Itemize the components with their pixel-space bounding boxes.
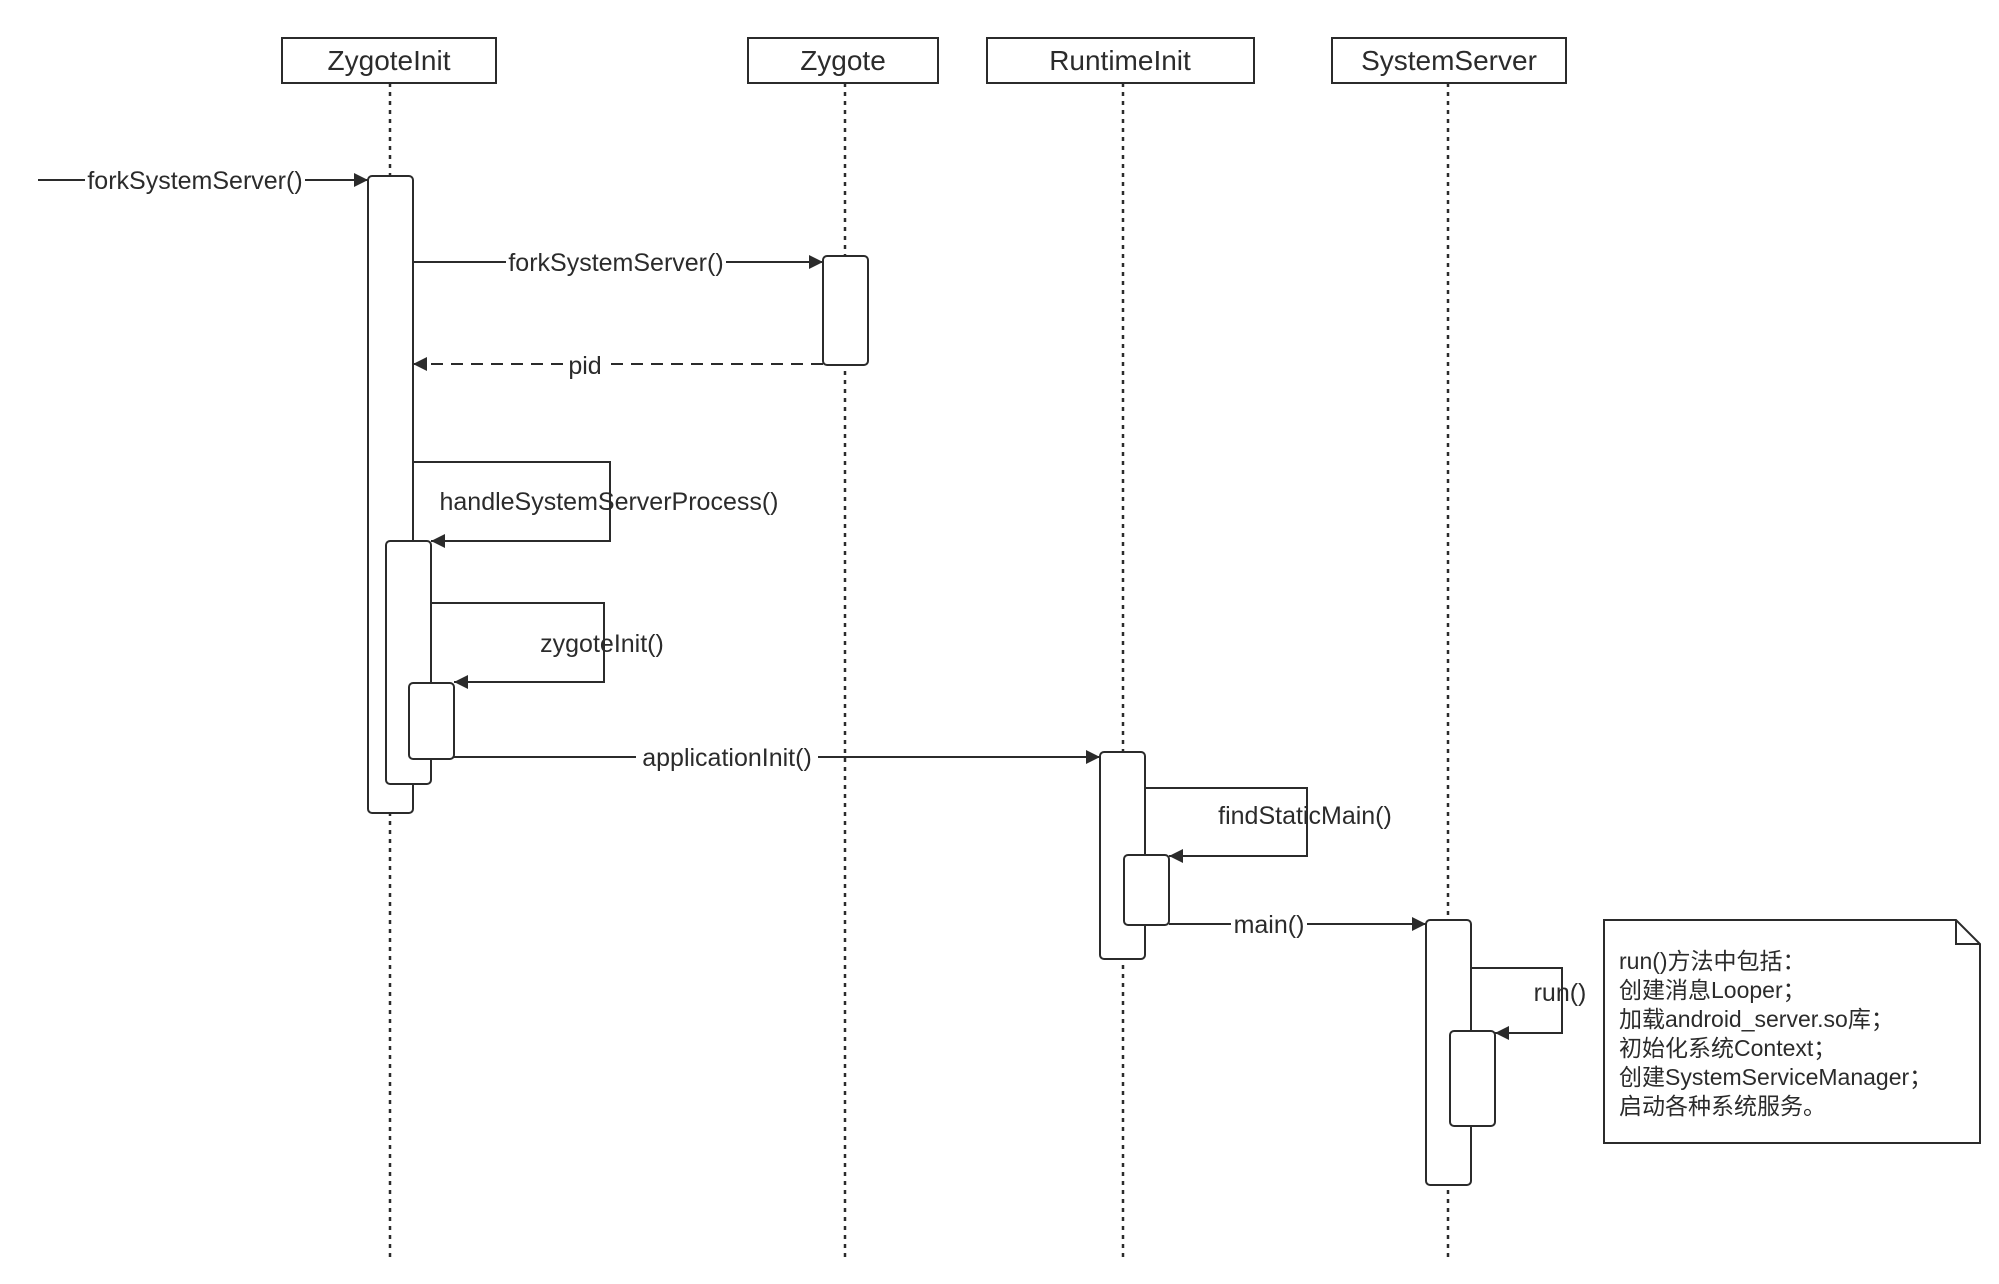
participant-box-systemserver xyxy=(1331,37,1567,84)
msg-label-find-static-main: findStaticMain() xyxy=(1218,802,1392,830)
participant-label-runtimeinit: RuntimeInit xyxy=(1049,45,1191,76)
msg-label-run: run() xyxy=(1534,979,1587,1007)
note-box xyxy=(1603,919,1981,1144)
msg-label-handle: handleSystemServerProcess() xyxy=(439,488,778,516)
participant-label-zygote: Zygote xyxy=(800,45,886,76)
note-line-5: 启动各种系统服务。 xyxy=(1619,1093,1826,1119)
note-line-0: run()方法中包括： xyxy=(1619,948,1806,974)
activation-systemserver-run xyxy=(1449,1030,1496,1127)
arrow-zygote-init xyxy=(431,602,605,689)
arrow-handle xyxy=(413,461,611,548)
activation-zygote-fork xyxy=(822,255,869,366)
note-fold xyxy=(1955,920,1980,945)
msg-label-main: main() xyxy=(1234,911,1305,939)
msg-label-external-fork: forkSystemServer() xyxy=(87,167,302,195)
note-line-1: 创建消息Looper； xyxy=(1619,977,1806,1003)
msg-label-zygote-init: zygoteInit() xyxy=(540,630,664,658)
msg-label-pid-return: pid xyxy=(568,352,601,380)
participant-box-runtimeinit xyxy=(986,37,1255,84)
participant-box-zygote xyxy=(747,37,939,84)
note-line-3: 初始化系统Context； xyxy=(1619,1035,1836,1061)
participant-box-zygoteinit xyxy=(281,37,497,84)
activation-zygoteinit-zygoteinit xyxy=(408,682,455,760)
arrow-find-static-main xyxy=(1145,787,1308,863)
msg-label-application-init: applicationInit() xyxy=(642,744,812,772)
activation-runtimeinit-findstaticmain xyxy=(1123,854,1170,926)
note-line-2: 加载android_server.so库； xyxy=(1619,1006,1894,1032)
note-line-4: 创建SystemServiceManager； xyxy=(1619,1064,1932,1090)
participant-label-zygoteinit: ZygoteInit xyxy=(328,45,451,76)
participant-label-systemserver: SystemServer xyxy=(1361,45,1537,76)
arrow-run xyxy=(1471,967,1563,1040)
msg-label-fork: forkSystemServer() xyxy=(508,249,723,277)
